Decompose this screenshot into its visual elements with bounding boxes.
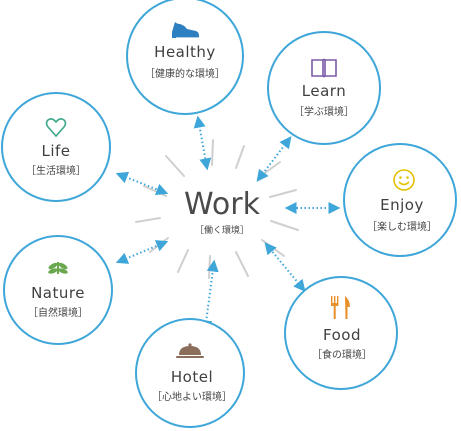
node-subtitle: ［自然環境］ — [28, 306, 88, 319]
connector-arrows — [115, 115, 341, 333]
node-title: Nature — [31, 284, 85, 302]
node-title: Food — [323, 326, 361, 344]
hub: Work ［働く環境］ — [184, 187, 261, 236]
node-ring — [343, 143, 457, 257]
arrow-nature — [115, 240, 169, 264]
node-ring — [267, 31, 381, 145]
arrow-healthy — [193, 115, 212, 171]
heart-icon — [45, 118, 67, 138]
node-food: Food ［食の環境］ — [284, 276, 398, 390]
node-ring — [135, 318, 245, 428]
sprout-icon — [48, 262, 68, 274]
node-title: Life — [41, 142, 70, 160]
arrow-life — [115, 171, 169, 196]
smiley-icon — [393, 169, 415, 191]
node-ring — [1, 92, 111, 202]
hub-subtitle: ［働く環境］ — [195, 224, 249, 236]
node-title: Enjoy — [380, 196, 424, 214]
node-subtitle: ［健康的な環境］ — [145, 67, 225, 80]
node-subtitle: ［生活環境］ — [26, 164, 86, 177]
node-title: Hotel — [171, 368, 213, 386]
node-subtitle: ［心地よい環境］ — [152, 390, 232, 403]
arrow-hotel — [200, 259, 219, 333]
cloche-icon — [176, 343, 204, 358]
node-subtitle: ［食の環境］ — [312, 348, 372, 361]
fork-knife-icon — [331, 296, 350, 319]
node-ring — [3, 235, 113, 345]
node-ring — [284, 276, 398, 390]
arrow-learn — [256, 136, 292, 182]
node-title: Learn — [302, 82, 346, 100]
node-nature: Nature ［自然環境］ — [3, 235, 113, 345]
node-learn: Learn ［学ぶ環境］ — [267, 31, 381, 145]
sneaker-icon — [172, 22, 199, 39]
node-enjoy: Enjoy ［楽しむ環境］ — [343, 143, 457, 257]
node-healthy: Healthy ［健康的な環境］ — [126, 0, 244, 115]
node-subtitle: ［学ぶ環境］ — [294, 105, 354, 118]
node-ring — [126, 0, 244, 115]
node-life: Life ［生活環境］ — [1, 92, 111, 202]
node-hotel: Hotel ［心地よい環境］ — [135, 318, 245, 428]
node-subtitle: ［楽しむ環境］ — [367, 220, 437, 233]
node-title: Healthy — [154, 43, 216, 61]
arrow-food — [264, 242, 306, 292]
book-icon — [311, 58, 337, 78]
hub-title: Work — [184, 187, 261, 222]
